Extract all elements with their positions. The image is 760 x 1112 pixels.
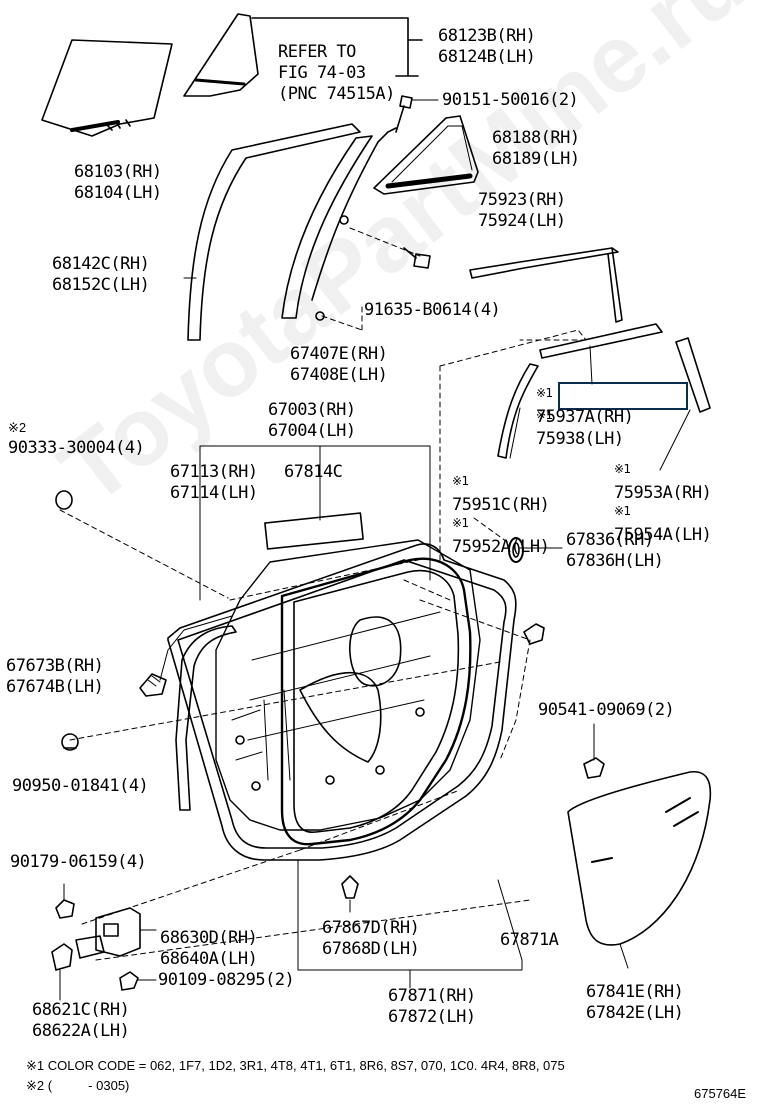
label-67003[interactable]: 67003(RH)67004(LH) [268, 400, 356, 441]
label-90541[interactable]: 90541-09069(2) [538, 700, 675, 720]
footnote-color-code: ※1 COLOR CODE = 062, 1F7, 1D2, 3R1, 4T8,… [26, 1058, 565, 1073]
label-68621c[interactable]: 68621C(RH)68622A(LH) [32, 1000, 130, 1041]
label-90109[interactable]: 90109-08295(2) [158, 970, 295, 990]
label-90151[interactable]: 90151-50016(2) [442, 90, 579, 110]
pad-67814C [264, 512, 364, 550]
moulding-75923 [469, 247, 619, 279]
label-68188[interactable]: 68188(RH)68189(LH) [492, 128, 580, 169]
garnish-75951C [497, 363, 539, 459]
label-75923[interactable]: 75923(RH)75924(LH) [478, 190, 566, 231]
label-68142c[interactable]: 68142C(RH)68152C(LH) [52, 254, 150, 295]
door-frame-67113 [175, 625, 237, 811]
hinge-68630 [95, 907, 141, 957]
garnish-75937A [539, 323, 663, 359]
garnish-75953A [675, 337, 711, 413]
highlight-box [558, 382, 688, 410]
label-91635[interactable]: 91635-B0614(4) [364, 300, 501, 320]
label-68630d[interactable]: 68630D(RH)68640A(LH) [160, 928, 258, 969]
label-90179[interactable]: 90179-06159(4) [10, 852, 147, 872]
label-67407e[interactable]: 67407E(RH)67408E(LH) [290, 344, 388, 385]
diagram-id: 675764E [694, 1086, 747, 1101]
label-90333[interactable]: 90333-30004(4) [8, 438, 145, 458]
division-bar-67407 [281, 135, 373, 319]
label-67673b[interactable]: 67673B(RH)67674B(LH) [6, 656, 104, 697]
label-67113[interactable]: 67113(RH)67114(LH) [170, 462, 258, 503]
label-67867d[interactable]: 67867D(RH)67868D(LH) [322, 918, 420, 959]
label-67841e[interactable]: 67841E(RH)67842E(LH) [586, 982, 684, 1023]
label-67814c[interactable]: 67814C [284, 462, 343, 482]
footnote-serial: ※2 ( - 0305) [26, 1078, 130, 1093]
label-67836[interactable]: 67836(RH)67836H(LH) [566, 530, 664, 571]
weatherstrip-67871 [167, 543, 517, 861]
door-panel-67003 [215, 539, 481, 831]
hole-cover-67841 [567, 771, 712, 946]
fixed-glass-68103 [41, 39, 173, 137]
mark-90333: ※2 [8, 420, 27, 435]
label-67871a[interactable]: 67871A [500, 930, 559, 950]
label-68123b[interactable]: 68123B(RH)68124B(LH) [438, 26, 536, 67]
label-90950[interactable]: 90950-01841(4) [12, 776, 149, 796]
quarter-glass-68123 [183, 13, 259, 97]
frame-68188 [373, 115, 479, 195]
label-67871[interactable]: 67871(RH)67872(LH) [388, 986, 476, 1027]
label-68103[interactable]: 68103(RH)68104(LH) [74, 162, 162, 203]
run-channel-68142 [187, 123, 361, 341]
